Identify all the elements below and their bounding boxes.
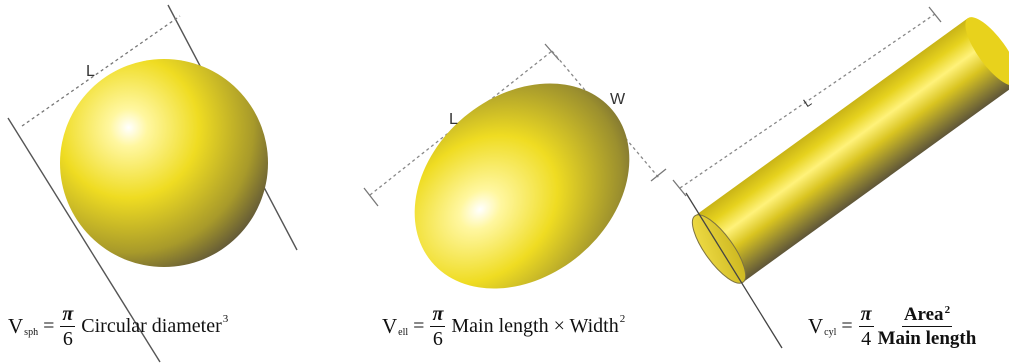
cylinder-length-label: L <box>801 95 815 111</box>
sphere-volume-subscript: sph <box>24 327 39 338</box>
ellipsoid-shape <box>414 83 630 289</box>
ellipsoid-formula-text: Main length × Width <box>451 315 619 337</box>
cylinder-coefficient-fraction: π 4 <box>858 303 874 350</box>
equals-sign: = <box>43 315 55 337</box>
sphere-shape <box>60 59 268 267</box>
cylinder-area-ratio: Area2 Main length <box>877 304 977 349</box>
ellipsoid-fraction-denominator: 6 <box>432 328 443 350</box>
cylinder-ratio-denominator: Main length <box>877 328 977 349</box>
ellipsoid-length-tick-start <box>363 187 379 207</box>
cylinder-volume-symbol: V <box>808 314 824 338</box>
cylinder-near-cap <box>691 214 747 284</box>
ellipsoid-coefficient-fraction: π 6 <box>430 303 446 350</box>
cylinder-end-line <box>685 192 783 349</box>
ellipsoid-fraction-numerator: π <box>430 303 446 327</box>
ellipsoid-length-label: L <box>449 111 458 128</box>
sphere-fraction-denominator: 6 <box>62 328 73 350</box>
cylinder-area-text: Area <box>903 304 944 325</box>
cylinder-area-power: 2 <box>944 304 951 316</box>
ellipsoid-width-tick-end <box>650 168 667 182</box>
cylinder-volume-subscript: cyl <box>824 327 837 338</box>
cylinder-body <box>694 18 1009 283</box>
equals-sign: = <box>413 315 425 337</box>
cylinder-ratio-numerator: Area2 <box>901 304 953 327</box>
sphere-boundary-line-left <box>7 117 161 363</box>
ellipsoid-volume-subscript: ell <box>398 327 409 338</box>
sphere-formula-text: Circular diameter <box>81 315 222 337</box>
ellipsoid-figure: L W <box>363 43 667 289</box>
cylinder-figure: L <box>672 6 1009 349</box>
ellipsoid-volume-symbol: V <box>382 314 398 338</box>
sphere-figure: L <box>7 4 298 363</box>
sphere-fraction-numerator: π <box>60 303 76 327</box>
cylinder-fraction-denominator: 4 <box>861 328 872 350</box>
cylinder-tick-end <box>928 6 942 23</box>
sphere-length-label: L <box>86 63 95 80</box>
sphere-volume-symbol: V <box>8 314 24 338</box>
ellipsoid-formula-power: 2 <box>619 312 626 325</box>
ellipsoid-width-dimension-line <box>551 50 660 179</box>
cylinder-fraction-numerator: π <box>858 303 874 327</box>
sphere-dimension-line <box>21 15 181 127</box>
sphere-formula-power: 3 <box>222 312 229 325</box>
sphere-coefficient-fraction: π 6 <box>60 303 76 350</box>
ellipsoid-width-label: W <box>610 91 626 108</box>
cylinder-far-cap <box>965 17 1009 86</box>
cylinder-tick-start <box>672 179 687 197</box>
equals-sign: = <box>841 315 853 337</box>
